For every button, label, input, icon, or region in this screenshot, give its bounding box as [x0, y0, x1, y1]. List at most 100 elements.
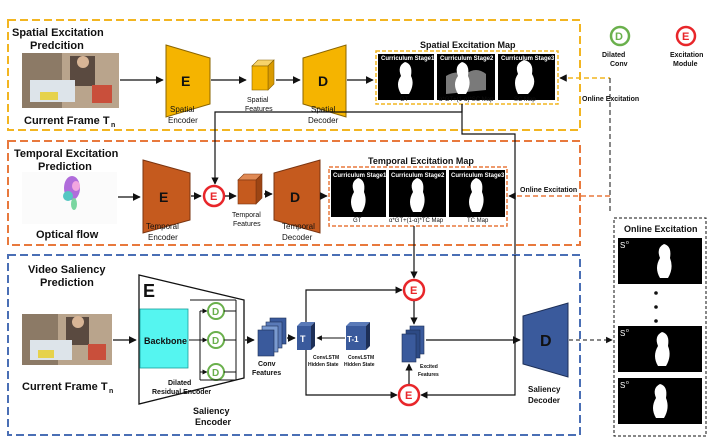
- spatial-current-frame-label: Current Frame T: [24, 115, 110, 127]
- temporal-stage1-label: GT: [353, 218, 362, 224]
- legend-dilated-conv: D: [609, 25, 631, 47]
- optical-flow-image: [22, 172, 117, 224]
- online-map-1-label: S: [620, 241, 625, 250]
- dilated-residual-label-2: Residual Encoder: [152, 389, 211, 396]
- temporal-encoder-block: [142, 159, 191, 234]
- temporal-title-line1: Temporal Excitation: [14, 148, 119, 160]
- video-title-line2: Prediction: [40, 277, 94, 289]
- convlstm-t1-block: T-1: [346, 322, 370, 350]
- temporal-stage1-title: Curriculum Stage1: [333, 173, 387, 179]
- legend-dilated-letter: D: [615, 31, 623, 43]
- convlstm-t1-label-2: Hidden State: [344, 362, 375, 368]
- video-excite-letter-top: E: [410, 285, 417, 297]
- spatial-map-stage2: [437, 54, 495, 100]
- spatial-encoder-letter: E: [181, 73, 190, 89]
- spatial-online-label: Online Excitation: [582, 96, 639, 103]
- temporal-stage2-label: α*GT+(1-α)*TC Map: [389, 218, 444, 224]
- excited-features-label-2: Features: [418, 372, 439, 378]
- spatial-stage2-label: α*GT+(1-α)*SC Map: [439, 97, 494, 103]
- spatial-decoder-letter: D: [318, 73, 328, 89]
- convlstm-t-letter: T: [300, 334, 306, 344]
- dilated-letter-1: D: [212, 307, 219, 318]
- temporal-stage3-title: Curriculum Stage3: [451, 173, 505, 179]
- online-panel-title: Online Excitation: [624, 224, 698, 234]
- temporal-stage3-label: TC Map: [467, 218, 489, 224]
- optical-flow-label: Optical flow: [36, 229, 99, 241]
- temporal-map-stage1: [331, 170, 386, 217]
- online-map-3: S o: [618, 378, 702, 424]
- temporal-online-label: Online Excitation: [520, 187, 577, 194]
- spatial-decoder-block: [302, 44, 347, 118]
- saliency-decoder-block: [522, 302, 569, 378]
- spatial-title-line2: Predcition: [30, 40, 84, 52]
- spatial-decoder-label-1: Spatial: [311, 105, 336, 114]
- temporal-decoder-block: [273, 159, 321, 234]
- backbone-label: Backbone: [144, 336, 187, 346]
- saliency-encoder-label-2: Encoder: [195, 417, 232, 427]
- legend-dilated-label-1: Dilated: [602, 52, 625, 59]
- temporal-encoder-letter: E: [159, 189, 168, 205]
- legend-excitation-letter: E: [682, 31, 689, 43]
- online-map-3-sub: o: [626, 380, 629, 386]
- spatial-features-label-1: Spatial: [247, 97, 269, 104]
- spatial-map-stage1: [378, 54, 434, 100]
- video-current-frame-sub: n: [109, 388, 113, 395]
- saliency-encoder-label-1: Saliency: [193, 406, 230, 416]
- temporal-decoder-label-1: Temporal: [282, 222, 315, 231]
- conv-features-label-1: Conv: [258, 361, 276, 368]
- spatial-title-line1: Spatial Excitation: [12, 27, 104, 39]
- temporal-excite-letter: E: [210, 191, 217, 203]
- spatial-stage1-title: Curriculum Stage1: [381, 56, 435, 62]
- temporal-title-line2: Prediction: [38, 161, 92, 173]
- dilated-conv-2: D: [207, 331, 225, 349]
- spatial-stage3-label: SC Map: [514, 97, 536, 103]
- spatial-map-stage3: [498, 54, 555, 100]
- legend-excitation-label-2: Module: [673, 61, 698, 68]
- dilated-residual-label-1: Dilated: [168, 380, 191, 387]
- spatial-panel: [7, 19, 581, 131]
- convlstm-t1-letter: T-1: [347, 335, 359, 344]
- ellipsis-dot-1: [654, 291, 658, 295]
- saliency-encoder-letter: E: [143, 281, 155, 301]
- temporal-stage2-title: Curriculum Stage2: [391, 173, 445, 179]
- temporal-encoder-label-1: Temporal: [146, 222, 179, 231]
- video-excite-module-top: E: [402, 278, 426, 302]
- spatial-encoder-label-2: Encoder: [168, 116, 198, 125]
- spatial-map-title: Spatial Excitation Map: [420, 40, 516, 50]
- excited-features-stack: [401, 325, 425, 363]
- legend-excitation-label-1: Excitation: [670, 52, 703, 59]
- online-map-2-label: S: [620, 329, 625, 338]
- temporal-encoder-label-2: Encoder: [148, 233, 178, 242]
- online-map-2-sub: o: [626, 328, 629, 334]
- dilated-letter-3: D: [212, 368, 219, 379]
- spatial-encoder-label-1: Spatial: [170, 105, 195, 114]
- excited-features-label-1: Excited: [420, 364, 438, 370]
- dilated-conv-1: D: [207, 302, 225, 320]
- spatial-stage3-title: Curriculum Stage3: [501, 56, 555, 62]
- video-current-frame-label: Current Frame T: [22, 381, 108, 393]
- video-excite-letter-bottom: E: [405, 390, 412, 402]
- convlstm-t-label-1: ConvLSTM: [313, 355, 339, 361]
- online-map-3-label: S: [620, 381, 625, 390]
- spatial-stage2-title: Curriculum Stage2: [440, 56, 494, 62]
- spatial-stage1-label: GT: [400, 97, 409, 103]
- spatial-features-label-2: Features: [245, 106, 273, 113]
- saliency-decoder-letter: D: [540, 333, 552, 350]
- convlstm-t1-label-1: ConvLSTM: [348, 355, 374, 361]
- video-panel: [7, 254, 581, 436]
- temporal-map-box: [328, 166, 508, 227]
- saliency-decoder-label-1: Saliency: [528, 385, 561, 394]
- convlstm-t-label-2: Hidden State: [308, 362, 339, 368]
- spatial-features-cube: [251, 59, 275, 91]
- temporal-excitation-module: E: [202, 184, 226, 208]
- temporal-map-stage2: [389, 170, 446, 217]
- spatial-current-frame-sub: n: [111, 122, 115, 129]
- online-map-1: S o: [618, 238, 702, 284]
- spatial-current-frame-image: [22, 53, 119, 108]
- temporal-decoder-letter: D: [290, 189, 300, 205]
- temporal-features-label-1: Temporal: [232, 212, 261, 219]
- video-title-line1: Video Saliency: [28, 264, 106, 276]
- video-excite-module-bottom: E: [397, 383, 421, 407]
- conv-features-label-2: Features: [252, 370, 281, 377]
